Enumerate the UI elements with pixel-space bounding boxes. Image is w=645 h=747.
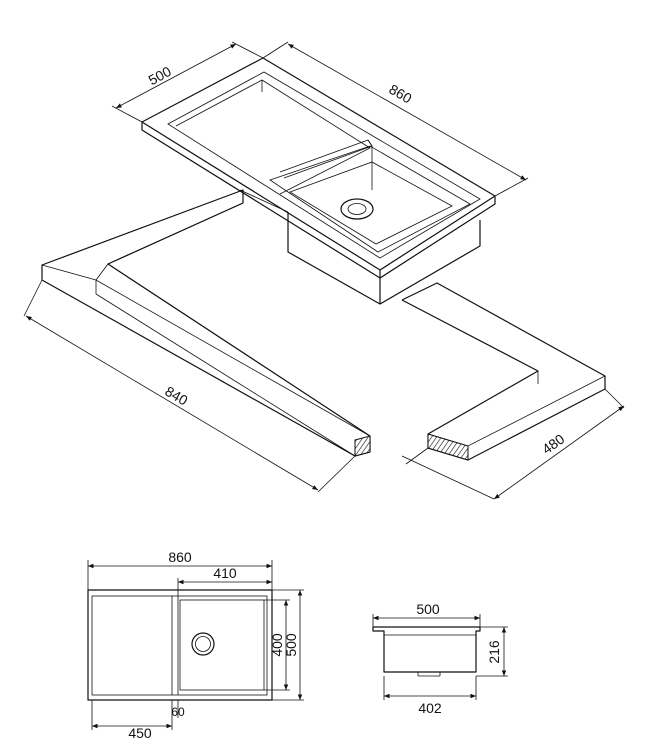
dim-cabinet-width-label: 840 [162, 383, 190, 409]
cabinet-left-rail-end [354, 435, 371, 457]
side-view-bottom-width: 402 [418, 700, 442, 716]
side-view-height: 216 [486, 640, 502, 664]
cabinet-right-rail [401, 282, 606, 461]
side-view-top-width: 500 [416, 601, 440, 617]
isometric-view: 500 860 840 480 [23, 41, 625, 500]
sink-body [141, 57, 496, 305]
top-view-bowl-width: 410 [213, 565, 237, 581]
dim-sink-depth-label: 500 [146, 63, 174, 88]
side-view-profile [372, 626, 481, 673]
dim-sink-depth: 500 [111, 41, 264, 123]
top-view-drainer-width: 450 [128, 725, 152, 741]
cabinet-left-rail [41, 189, 371, 457]
sink-rim-inner [167, 71, 481, 259]
cabinet-frame [41, 189, 606, 461]
top-view: 860 410 450 60 400 500 [87, 549, 304, 741]
bowl-box [287, 212, 381, 305]
top-view-total-width: 860 [168, 549, 192, 565]
top-view-drain [191, 632, 215, 656]
top-view-bowl-depth: 400 [269, 633, 285, 657]
top-view-gap: 60 [171, 705, 185, 719]
top-view-outline [87, 589, 273, 701]
drain-outer [340, 198, 374, 220]
dim-sink-width: 860 [262, 41, 529, 197]
top-view-bowl [179, 599, 265, 691]
top-view-total-depth: 500 [283, 633, 299, 657]
side-view: 500 402 216 [372, 601, 508, 716]
drain-inner [347, 203, 367, 215]
cabinet-right-rail-end [427, 433, 469, 461]
dim-cabinet-width: 840 [23, 279, 356, 493]
dim-cabinet-depth-label: 480 [539, 431, 567, 458]
